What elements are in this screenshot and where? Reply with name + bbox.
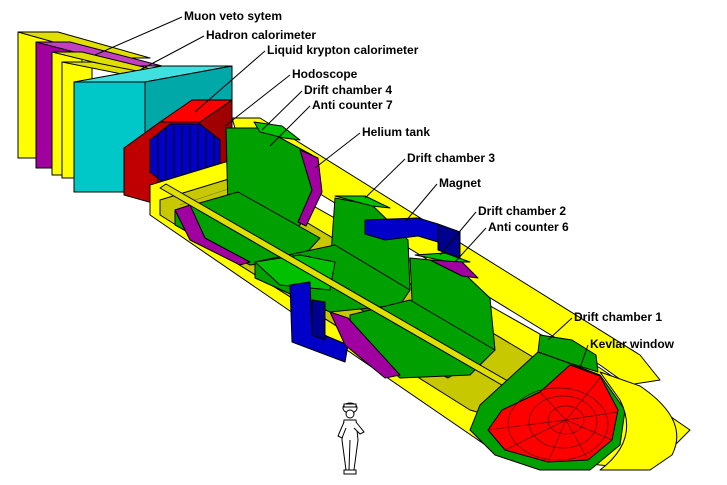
leader-dc2 — [439, 211, 477, 256]
leader-hadron — [139, 35, 205, 71]
label-hadron-calorimeter: Hadron calorimeter — [206, 28, 316, 42]
label-magnet: Magnet — [439, 176, 481, 190]
dc2-rim — [414, 252, 471, 263]
label-drift-chamber-3: Drift chamber 3 — [407, 151, 495, 165]
label-drift-chamber-4: Drift chamber 4 — [304, 83, 392, 97]
anti-counter-6 — [429, 259, 479, 279]
leader-magnet — [404, 183, 438, 223]
label-drift-chamber-2: Drift chamber 2 — [478, 204, 566, 218]
leader-kevlar — [579, 344, 589, 369]
labels: Muon veto sytem Hadron calorimeter Liqui… — [184, 9, 675, 351]
label-muon-veto-system: Muon veto sytem — [184, 9, 282, 23]
magnet-lower-inner — [311, 299, 326, 341]
label-anti-counter-6: Anti counter 6 — [488, 220, 569, 234]
leader-helium — [314, 132, 361, 169]
dc3-rim — [334, 195, 391, 209]
leader-dc4 — [261, 90, 303, 131]
anti-counter-7 — [297, 149, 323, 227]
magnet-upper-front — [364, 217, 439, 243]
leader-lines — [94, 16, 589, 369]
leader-muon-veto — [94, 16, 183, 56]
leader-lkr — [194, 50, 266, 113]
label-drift-chamber-1: Drift chamber 1 — [574, 310, 662, 324]
tank-front-lip — [599, 371, 678, 471]
segment-2-rim — [254, 254, 336, 291]
kevlar-mesh — [487, 377, 619, 463]
segment-3-purple — [329, 311, 401, 379]
label-liquid-krypton-calorimeter: Liquid krypton calorimeter — [267, 43, 419, 57]
human-scale-figure — [337, 402, 365, 475]
label-helium-tank: Helium tank — [362, 125, 430, 139]
leader-anti7 — [269, 105, 311, 147]
label-kevlar-window: Kevlar window — [590, 337, 675, 351]
leader-hodoscope — [224, 74, 291, 127]
magnet — [289, 217, 461, 363]
kevlar-window — [487, 364, 619, 463]
label-hodoscope: Hodoscope — [292, 67, 358, 81]
leader-anti6 — [454, 227, 487, 263]
leader-dc3 — [364, 158, 406, 199]
label-anti-counter-7: Anti counter 7 — [312, 98, 393, 112]
leader-dc1 — [547, 317, 573, 341]
